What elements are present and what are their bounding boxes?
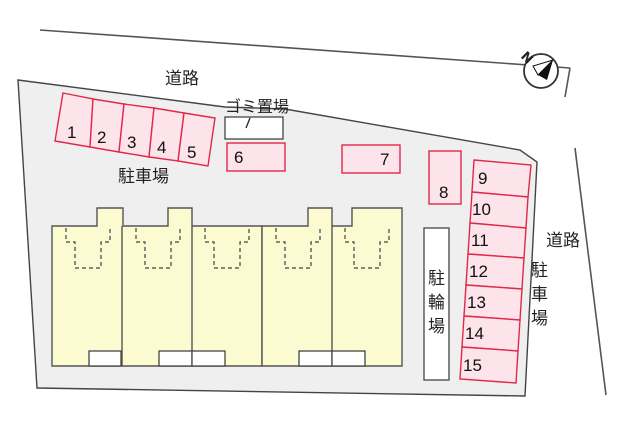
parking-space-number: 6: [234, 148, 243, 167]
parking-space-number: 13: [467, 293, 486, 312]
parking-space: [177, 112, 216, 167]
north-road-label: 道路: [165, 69, 199, 89]
parking-space-number: 14: [465, 324, 484, 343]
garbage-leader-line: [245, 117, 251, 129]
vertical-label-char: 場: [428, 317, 445, 337]
parking-space: [118, 103, 155, 158]
vertical-label-char: 駐: [428, 269, 445, 289]
garbage-area: [224, 116, 284, 140]
parking-space: [428, 150, 462, 205]
building-west: [51, 207, 263, 367]
bicycle-parking-label: 駐輪場: [428, 269, 445, 337]
vertical-label-char: 駐: [531, 261, 548, 281]
east-road-label: 道路: [546, 231, 580, 251]
bicycle-parking: [423, 227, 450, 381]
parking-space-number: 2: [97, 128, 106, 147]
parking-east-label: 駐車場: [531, 261, 548, 329]
vertical-label-char: 輪: [428, 293, 445, 313]
parking-space: [226, 142, 286, 172]
parking-space-number: 10: [472, 200, 491, 219]
parking-space-number: 15: [463, 356, 482, 375]
north-road-edge: [39, 29, 571, 69]
vertical-label-char: 車: [531, 285, 548, 305]
parking-west-label: 駐車場: [118, 167, 169, 187]
east-road-edge: [574, 147, 607, 396]
parking-space: [459, 346, 519, 384]
parking-space: [341, 144, 401, 174]
parking-space-number: 4: [157, 138, 166, 157]
garbage-label: ゴミ置場: [225, 97, 289, 116]
parking-space-number: 5: [187, 143, 196, 162]
parking-strip-north: [54, 92, 216, 167]
parking-space: [89, 98, 125, 153]
parking-space-number: 7: [380, 150, 389, 169]
parking-space-number: 8: [439, 183, 448, 202]
parking-space-number: 11: [471, 231, 489, 250]
east-road-edge: [564, 67, 571, 98]
building-east: [261, 207, 403, 367]
vertical-label-char: 場: [531, 309, 548, 329]
parking-space-number: 1: [67, 123, 76, 142]
parking-space-number: 9: [478, 169, 487, 188]
parking-strip-east: [459, 159, 532, 384]
parking-space-number: 12: [469, 262, 488, 281]
north-compass: N: [517, 49, 559, 89]
parking-space-number: 3: [127, 133, 136, 152]
